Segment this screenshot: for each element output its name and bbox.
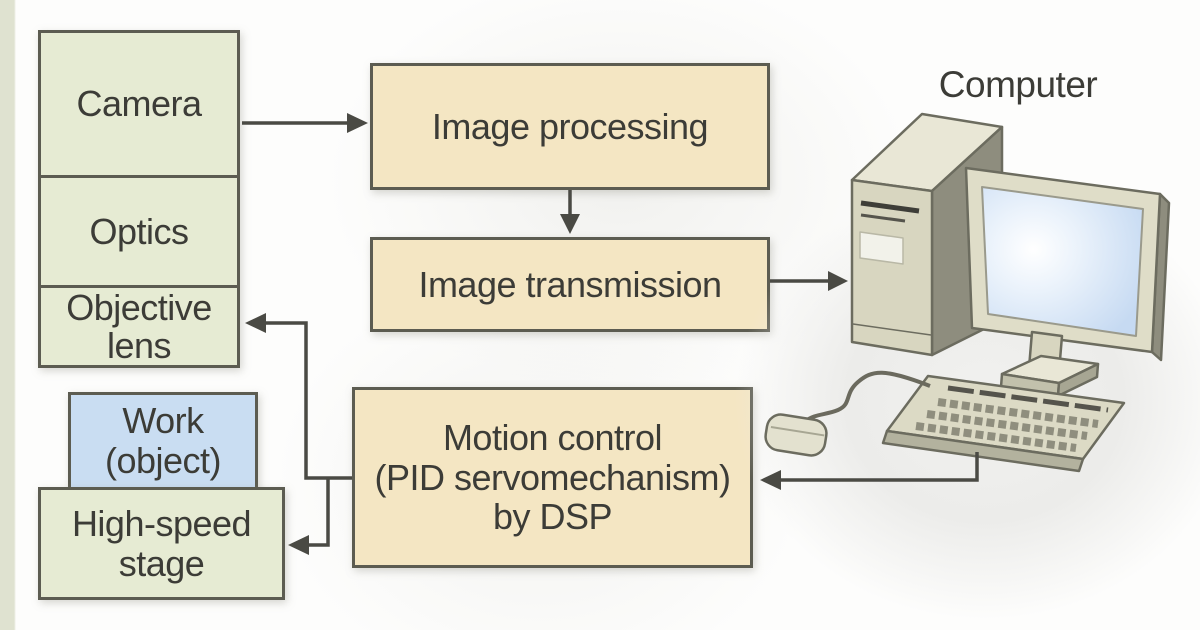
computer-shadow-halo [735, 180, 1200, 620]
work-object-box: Work (object) [68, 392, 258, 502]
motion-control-box: Motion control (PID servomechanism) by D… [352, 387, 753, 568]
arrow-image-transmission-to-computer [770, 271, 848, 291]
computer-tower-icon [850, 112, 1004, 357]
motion-control-label: Motion control (PID servomechanism) by D… [374, 417, 731, 538]
objective-lens-label: Objective lens [66, 286, 212, 366]
mouse-cable [804, 370, 931, 423]
camera-optics-stack: Camera Optics Objective lens [38, 30, 240, 368]
image-transmission-box: Image transmission [370, 237, 770, 332]
mouse-icon [764, 370, 931, 457]
monitor-icon [964, 166, 1171, 398]
work-object-label: Work (object) [104, 400, 222, 481]
computer-label: Computer [938, 64, 1098, 105]
objective-lens-box: Objective lens [41, 285, 237, 365]
keyboard-icon [881, 374, 1126, 473]
arrow-motion-control-to-objective-lens [245, 313, 352, 480]
camera-box: Camera [41, 33, 237, 175]
image-processing-label: Image processing [431, 105, 709, 147]
high-speed-stage-box: High-speed stage [38, 487, 285, 600]
camera-label: Camera [76, 83, 202, 125]
arrow-computer-to-motion-control [760, 452, 979, 490]
image-processing-box: Image processing [370, 63, 770, 190]
arrow-motion-control-to-high-speed-stage [288, 478, 330, 555]
arrow-camera-to-image-processing [242, 113, 368, 133]
arrow-image-processing-to-image-transmission [560, 190, 580, 234]
optics-label: Optics [89, 210, 189, 252]
high-speed-stage-label: High-speed stage [71, 502, 252, 584]
image-transmission-label: Image transmission [418, 263, 722, 305]
optics-box: Optics [41, 175, 237, 285]
